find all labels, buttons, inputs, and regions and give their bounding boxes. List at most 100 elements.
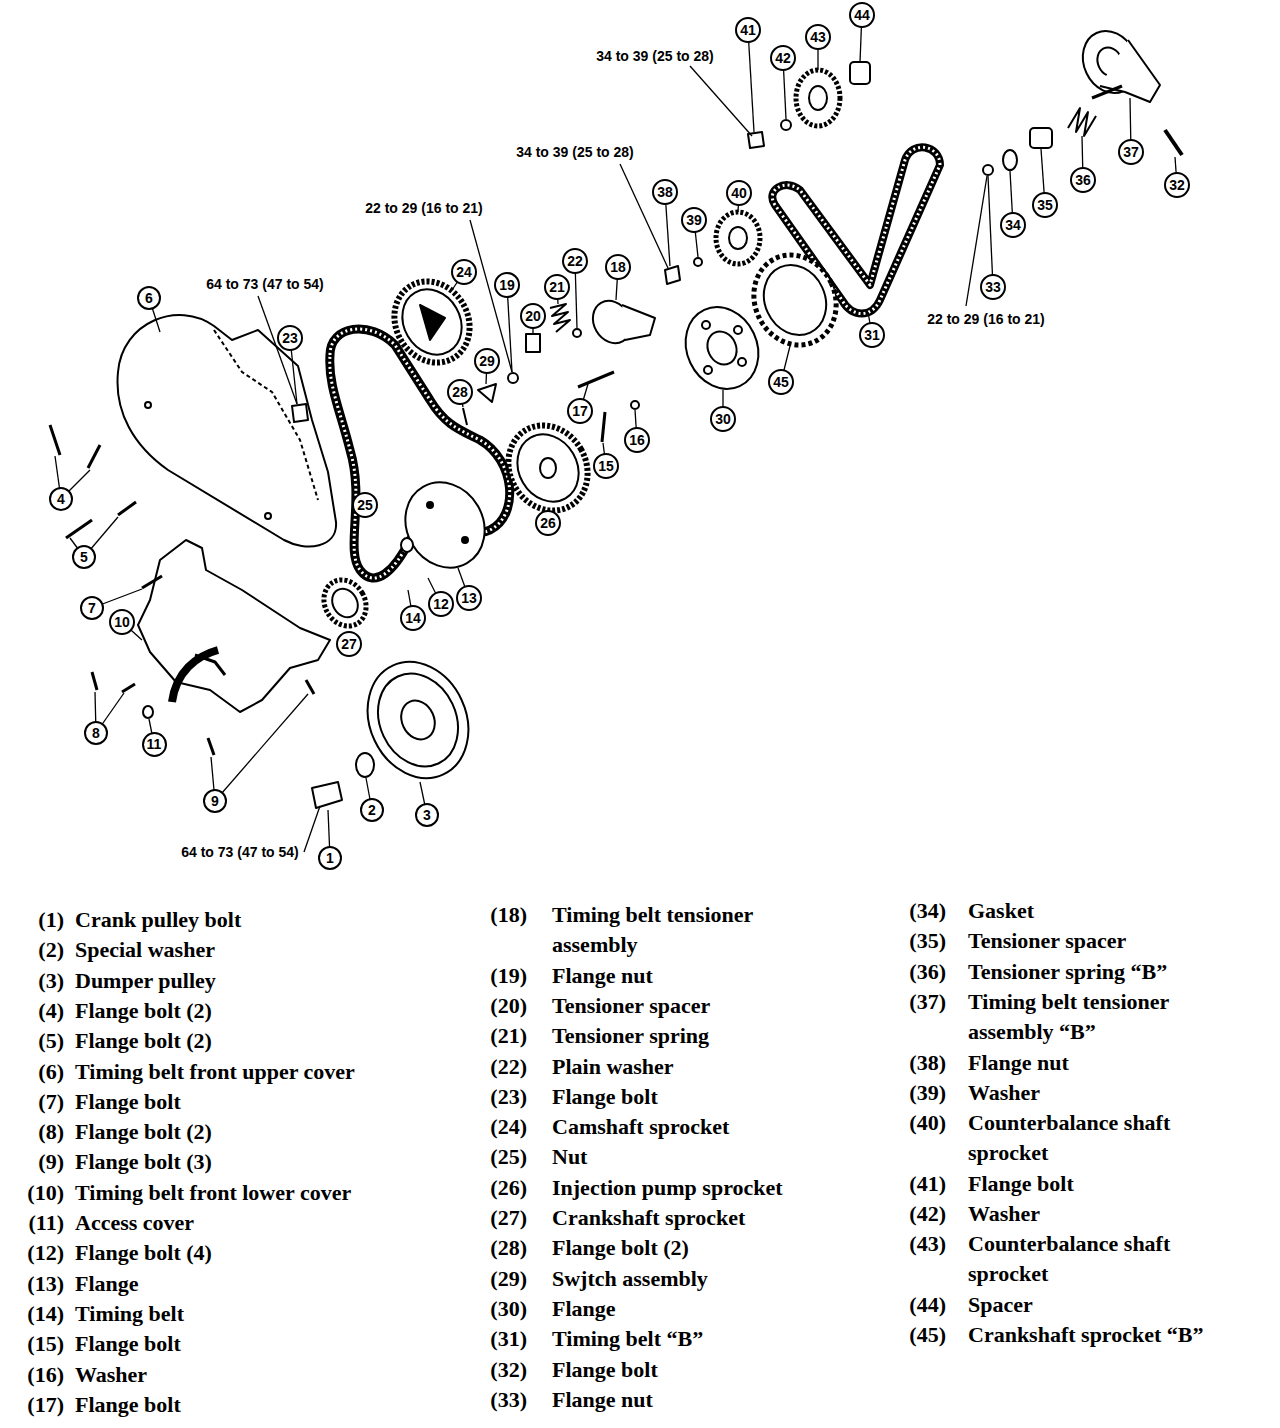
callout-number: 14 bbox=[405, 611, 421, 625]
part-name: Plain washer bbox=[552, 1052, 674, 1082]
part-name: Washer bbox=[968, 1078, 1040, 1108]
callout-circle: 23 bbox=[277, 325, 303, 351]
callout-number: 20 bbox=[525, 309, 541, 323]
part-name: Access cover bbox=[75, 1208, 194, 1238]
callout-circle: 7 bbox=[80, 596, 104, 620]
callout-circle: 10 bbox=[109, 609, 135, 635]
callout-number: 8 bbox=[92, 726, 100, 740]
part-number: (11) bbox=[29, 1208, 64, 1238]
part-name: Counterbalance shaft sprocket bbox=[968, 1108, 1230, 1168]
torque-spec: 22 to 29 (16 to 21) bbox=[363, 200, 485, 216]
callout-circle: 25 bbox=[352, 492, 378, 518]
part-name: Timing belt tensioner assembly bbox=[552, 900, 814, 960]
callout-circle: 28 bbox=[447, 379, 473, 405]
callout-circle: 2 bbox=[360, 798, 384, 822]
part-name: Flange bolt bbox=[552, 1082, 658, 1112]
callout-number: 1 bbox=[326, 851, 334, 865]
part-number: (22) bbox=[490, 1052, 527, 1082]
part-number: (5) bbox=[38, 1026, 64, 1056]
part-name: Flange nut bbox=[968, 1048, 1069, 1078]
callout-circle: 38 bbox=[652, 179, 678, 205]
callout-circle: 44 bbox=[849, 2, 875, 28]
callout-number: 45 bbox=[773, 375, 789, 389]
callout-number: 37 bbox=[1123, 145, 1139, 159]
part-number: (6) bbox=[38, 1057, 64, 1087]
part-name: Flange bolt (2) bbox=[552, 1233, 689, 1263]
callout-circle: 45 bbox=[768, 369, 794, 395]
part-number: (10) bbox=[27, 1178, 64, 1208]
callout-number: 6 bbox=[145, 291, 153, 305]
part-name: Washer bbox=[968, 1199, 1040, 1229]
part-number: (44) bbox=[909, 1290, 946, 1320]
callout-number: 21 bbox=[549, 280, 565, 294]
part-number: (39) bbox=[909, 1078, 946, 1108]
part-number: (19) bbox=[490, 961, 527, 991]
part-name: Flange bolt bbox=[968, 1169, 1074, 1199]
part-name: Tensioner spacer bbox=[968, 926, 1126, 956]
callout-number: 26 bbox=[540, 516, 556, 530]
callout-circle: 13 bbox=[456, 585, 482, 611]
callout-circle: 29 bbox=[474, 348, 500, 374]
part-number: (15) bbox=[27, 1329, 64, 1359]
part-number: (27) bbox=[490, 1203, 527, 1233]
part-name: Crank pulley bolt bbox=[75, 905, 241, 935]
part-name: Counterbalance shaft sprocket bbox=[968, 1229, 1230, 1289]
callout-number: 5 bbox=[80, 550, 88, 564]
callout-number: 32 bbox=[1169, 178, 1185, 192]
part-name: Dumper pulley bbox=[75, 966, 216, 996]
part-number: (40) bbox=[909, 1108, 946, 1138]
part-name: Tensioner spring bbox=[552, 1021, 709, 1051]
callout-circle: 20 bbox=[520, 303, 546, 329]
part-number: (36) bbox=[909, 957, 946, 987]
callout-circle: 43 bbox=[805, 24, 831, 50]
part-number: (28) bbox=[490, 1233, 527, 1263]
part-number: (25) bbox=[490, 1142, 527, 1172]
callout-circle: 32 bbox=[1164, 172, 1190, 198]
part-number: (17) bbox=[27, 1390, 64, 1420]
part-name: Gasket bbox=[968, 896, 1034, 926]
part-number: (3) bbox=[38, 966, 64, 996]
callout-number: 42 bbox=[775, 51, 791, 65]
part-number: (7) bbox=[38, 1087, 64, 1117]
part-number: (30) bbox=[490, 1294, 527, 1324]
callout-circle: 40 bbox=[726, 180, 752, 206]
part-name: Flange bolt (2) bbox=[75, 1117, 212, 1147]
part-number: (21) bbox=[490, 1021, 527, 1051]
callout-circle: 42 bbox=[770, 45, 796, 71]
part-number: (31) bbox=[490, 1324, 527, 1354]
callout-number: 3 bbox=[423, 808, 431, 822]
callout-number: 31 bbox=[864, 328, 880, 342]
part-name: Washer bbox=[75, 1360, 147, 1390]
callout-number: 11 bbox=[147, 737, 162, 751]
part-number: (33) bbox=[490, 1385, 527, 1415]
callout-number: 16 bbox=[629, 433, 645, 447]
callout-number: 29 bbox=[479, 354, 495, 368]
callout-circle: 1 bbox=[318, 846, 342, 870]
part-number: (20) bbox=[490, 991, 527, 1021]
part-name: Flange bbox=[75, 1269, 139, 1299]
callout-circle: 26 bbox=[535, 510, 561, 536]
callout-circle: 3 bbox=[415, 803, 439, 827]
callout-circle: 11 bbox=[142, 732, 167, 757]
callout-circle: 36 bbox=[1070, 167, 1096, 193]
part-number: (41) bbox=[909, 1169, 946, 1199]
callout-circle: 15 bbox=[593, 453, 619, 479]
part-name: Flange bolt bbox=[75, 1390, 181, 1420]
callout-circle: 8 bbox=[84, 721, 108, 745]
part-name: Tensioner spacer bbox=[552, 991, 710, 1021]
torque-spec: 22 to 29 (16 to 21) bbox=[925, 311, 1047, 327]
part-name: Flange bolt bbox=[75, 1329, 181, 1359]
callout-number: 23 bbox=[282, 331, 298, 345]
callout-number: 2 bbox=[368, 803, 376, 817]
callout-circle: 9 bbox=[203, 789, 227, 813]
callout-circle: 39 bbox=[681, 207, 707, 233]
callout-number: 43 bbox=[810, 30, 826, 44]
callout-number: 44 bbox=[854, 8, 870, 22]
part-name: Timing belt front lower cover bbox=[75, 1178, 351, 1208]
callout-circle: 24 bbox=[451, 259, 477, 285]
callout-number: 4 bbox=[57, 492, 65, 506]
callout-number: 13 bbox=[461, 591, 477, 605]
part-name: Timing belt front upper cover bbox=[75, 1057, 355, 1087]
torque-spec: 64 to 73 (47 to 54) bbox=[179, 844, 301, 860]
